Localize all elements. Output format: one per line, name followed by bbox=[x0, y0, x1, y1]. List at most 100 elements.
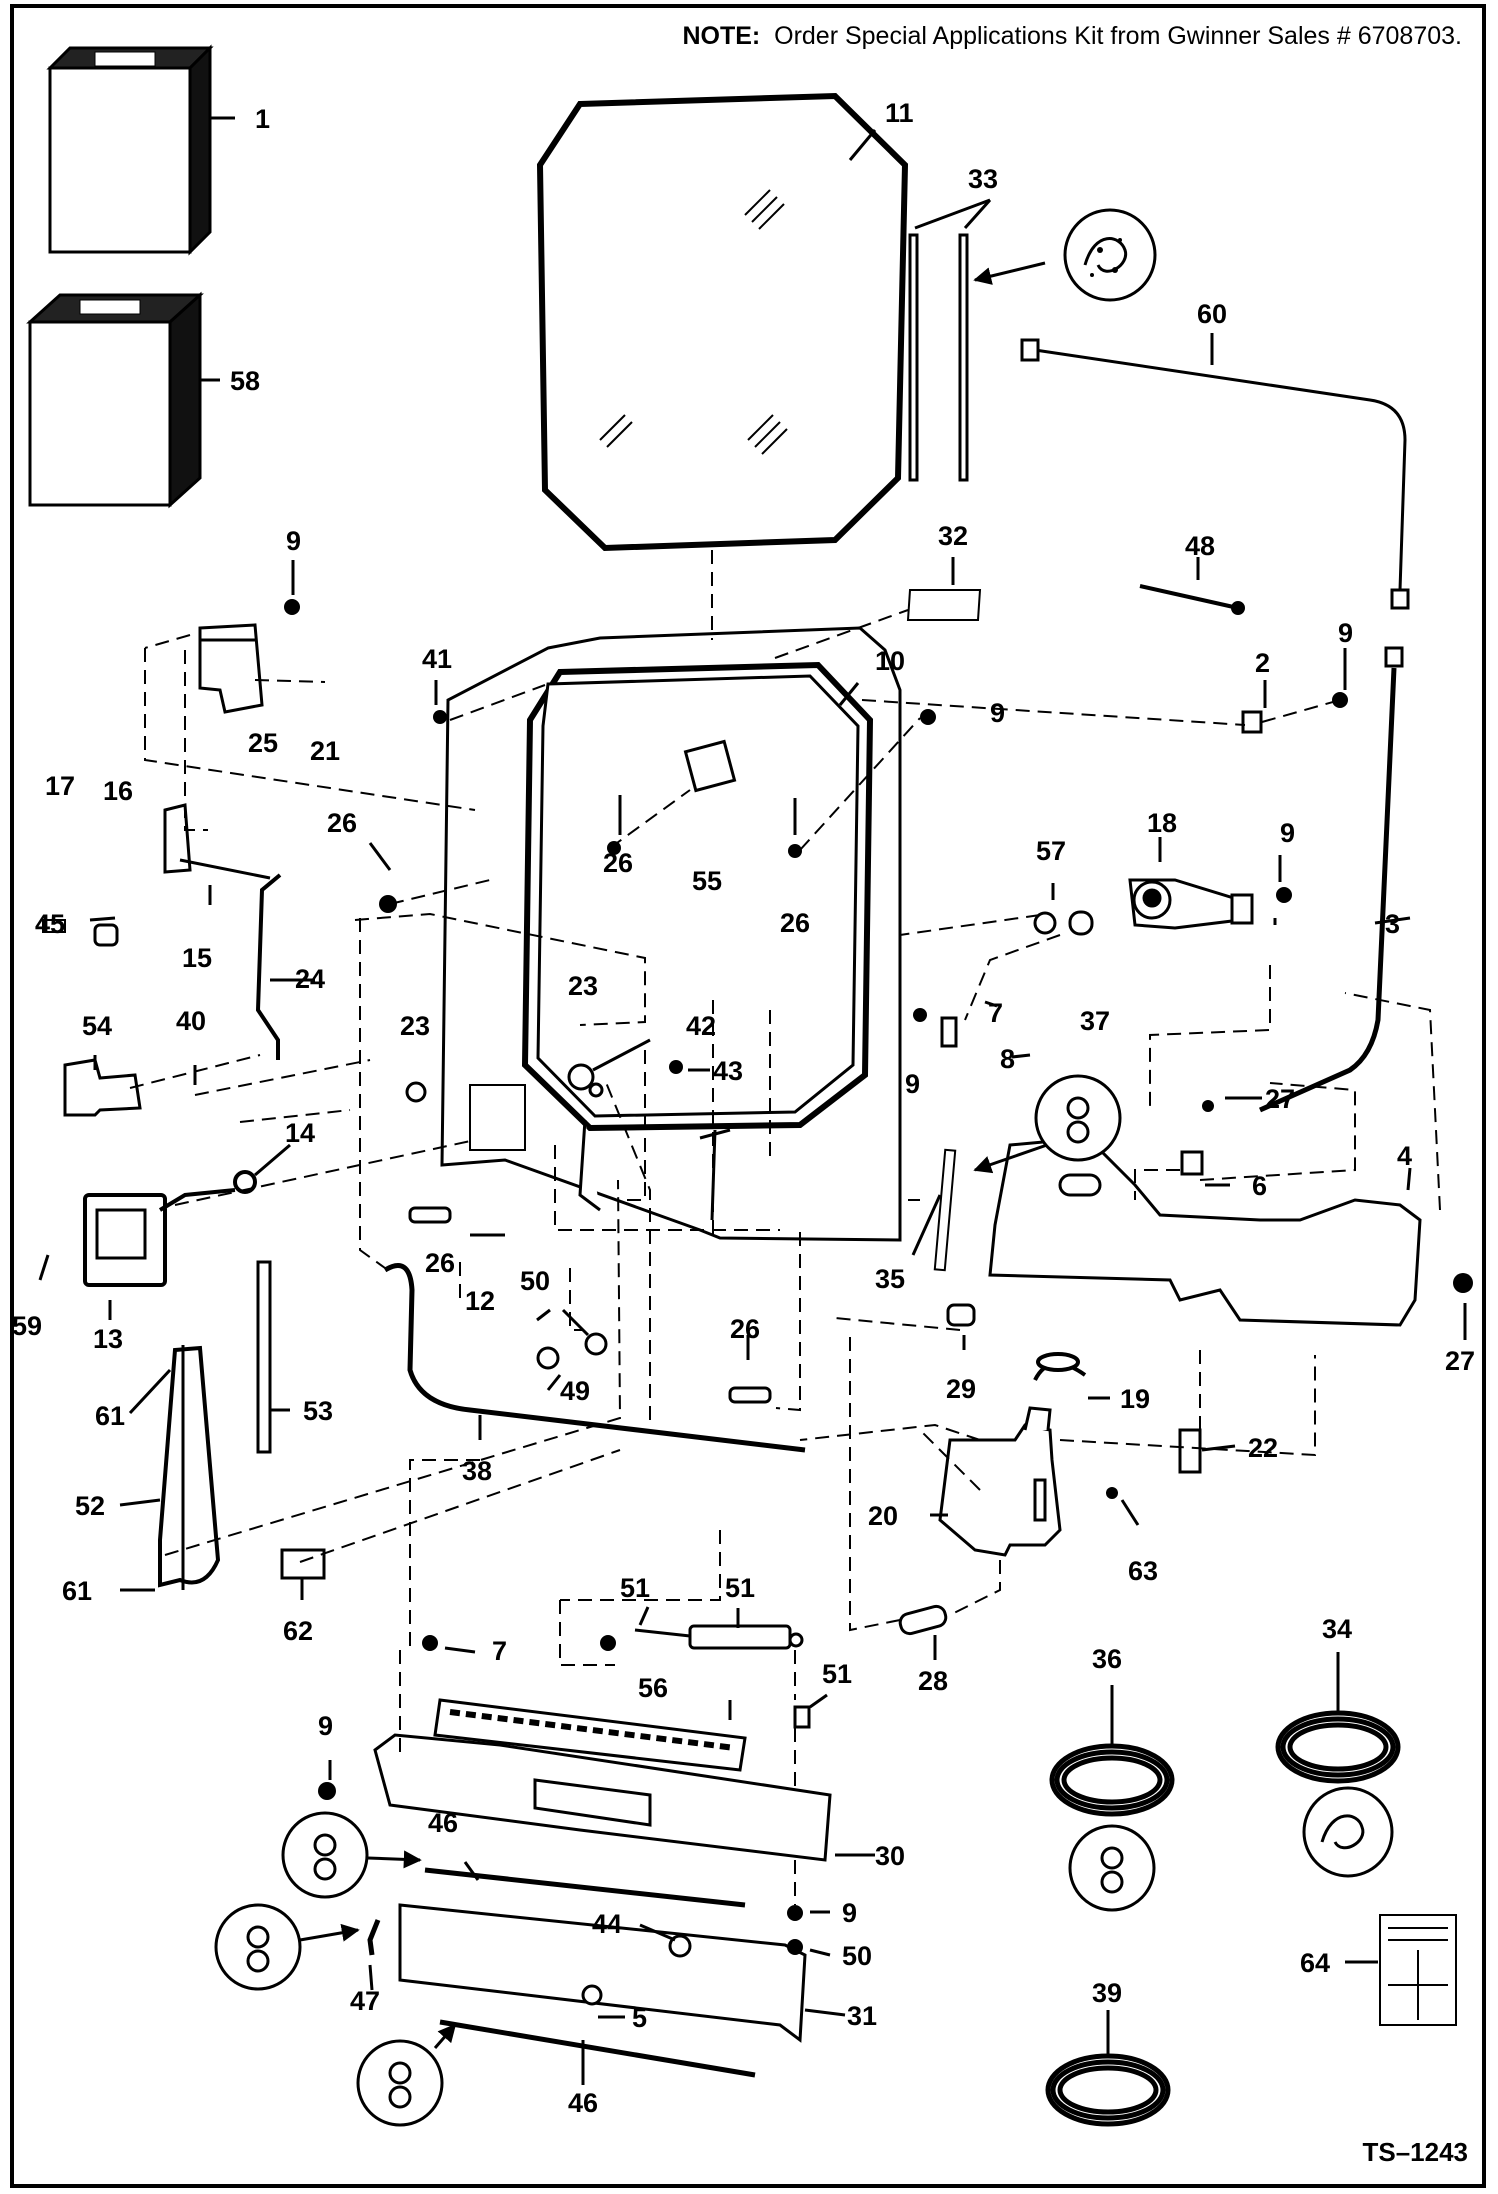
cable-60-3 bbox=[1020, 338, 1410, 1113]
reservoir-4 bbox=[988, 1138, 1422, 1327]
seal-coil-34 bbox=[1275, 1710, 1401, 1784]
nozzle-19 bbox=[1033, 1352, 1087, 1381]
callout-16: 16 bbox=[103, 776, 133, 806]
seal-coil-36 bbox=[1049, 1743, 1175, 1817]
callout-28: 28 bbox=[918, 1666, 948, 1696]
adhesive-icon bbox=[1063, 208, 1157, 302]
callout-26c: 26 bbox=[780, 908, 810, 938]
callout-18: 18 bbox=[1147, 808, 1177, 838]
callout-3: 3 bbox=[1385, 909, 1400, 939]
callout-26d: 26 bbox=[425, 1248, 455, 1278]
callout-4: 4 bbox=[1397, 1141, 1412, 1171]
vent-grille-56 bbox=[433, 1698, 747, 1772]
note-text: Order Special Applications Kit from Gwin… bbox=[774, 22, 1462, 50]
callout-35: 35 bbox=[875, 1264, 905, 1294]
callout-48: 48 bbox=[1185, 531, 1215, 561]
washer-tube-38 bbox=[383, 1263, 806, 1453]
plate-62 bbox=[280, 1548, 326, 1580]
callout-47: 47 bbox=[350, 1986, 380, 2016]
callout-26b: 26 bbox=[603, 848, 633, 878]
callout-26a: 26 bbox=[327, 808, 357, 838]
callout-39: 39 bbox=[1092, 1978, 1122, 2008]
callout-62: 62 bbox=[283, 1616, 313, 1646]
callout-10: 10 bbox=[875, 646, 905, 676]
callout-12: 12 bbox=[465, 1286, 495, 1316]
callout-25: 25 bbox=[248, 728, 278, 758]
callout-11: 11 bbox=[885, 98, 914, 128]
callout-51a: 51 bbox=[620, 1573, 650, 1603]
leader-lines bbox=[38, 116, 1467, 2085]
callout-38: 38 bbox=[462, 1456, 492, 1486]
callout-32: 32 bbox=[938, 521, 968, 551]
callout-8: 8 bbox=[1000, 1044, 1015, 1074]
seal-coil-39 bbox=[1045, 2053, 1171, 2127]
wiper-motor-18 bbox=[1128, 878, 1254, 930]
pump-22 bbox=[1178, 1428, 1202, 1474]
callout-52: 52 bbox=[75, 1491, 105, 1521]
callout-64: 64 bbox=[1300, 1948, 1330, 1978]
callout-5: 5 bbox=[632, 2003, 647, 2033]
callout-60: 60 bbox=[1197, 299, 1227, 329]
callout-42: 42 bbox=[686, 1011, 716, 1041]
callout-50b: 50 bbox=[842, 1941, 872, 1971]
drawing-id: TS–1243 bbox=[1362, 2137, 1468, 2167]
callout-26e: 26 bbox=[730, 1314, 760, 1344]
callout-34: 34 bbox=[1322, 1614, 1352, 1644]
callout-55: 55 bbox=[692, 866, 722, 896]
sealant-icon bbox=[214, 1074, 1156, 2127]
callout-19: 19 bbox=[1120, 1384, 1150, 1414]
callout-57: 57 bbox=[1036, 836, 1066, 866]
callout-9e: 9 bbox=[905, 1069, 920, 1099]
rod-48 bbox=[1139, 584, 1245, 615]
wiper-arm-52 bbox=[158, 1345, 221, 1590]
callout-61b: 61 bbox=[62, 1576, 92, 1606]
callout-13: 13 bbox=[93, 1324, 123, 1354]
callout-58: 58 bbox=[230, 366, 260, 396]
callout-51c: 51 bbox=[822, 1659, 852, 1689]
latch-15 bbox=[163, 803, 271, 880]
kit-box-58 bbox=[26, 291, 204, 509]
callout-46a: 46 bbox=[428, 1808, 458, 1838]
note-prefix: NOTE: bbox=[682, 22, 761, 50]
adhesive-icon-2 bbox=[1302, 1786, 1394, 1878]
bracket-54 bbox=[63, 1058, 142, 1117]
callout-43: 43 bbox=[713, 1056, 743, 1086]
callout-7b: 7 bbox=[492, 1636, 507, 1666]
callout-36: 36 bbox=[1092, 1644, 1122, 1674]
rod-24 bbox=[255, 873, 282, 1060]
kit-box-1 bbox=[46, 44, 214, 256]
callout-59: 59 bbox=[12, 1311, 42, 1341]
callout-labels: 1 58 11 33 60 9 32 48 41 10 9 2 9 25 21 … bbox=[12, 98, 1475, 2118]
callout-24: 24 bbox=[295, 964, 325, 994]
washer-bottle-20 bbox=[938, 1406, 1062, 1557]
callout-41: 41 bbox=[422, 644, 452, 674]
fasteners bbox=[42, 599, 1473, 2006]
callout-9f: 9 bbox=[318, 1711, 333, 1741]
callout-27a: 27 bbox=[1265, 1084, 1295, 1114]
strip-35 bbox=[933, 1148, 957, 1272]
callout-53: 53 bbox=[303, 1396, 333, 1426]
callout-63: 63 bbox=[1128, 1556, 1158, 1586]
callout-30: 30 bbox=[875, 1841, 905, 1871]
decal-32 bbox=[906, 589, 982, 621]
callout-56: 56 bbox=[638, 1673, 668, 1703]
callout-1: 1 bbox=[255, 104, 270, 134]
diagram-frame bbox=[10, 4, 1486, 2188]
callout-6: 6 bbox=[1252, 1171, 1267, 1201]
callout-22: 22 bbox=[1248, 1433, 1278, 1463]
callout-29: 29 bbox=[946, 1374, 976, 1404]
callout-23a: 23 bbox=[568, 971, 598, 1001]
order-note: NOTE: Order Special Applications Kit fro… bbox=[682, 22, 1462, 51]
callout-31: 31 bbox=[847, 2001, 877, 2031]
gas-strut-51 bbox=[634, 1624, 804, 1650]
callout-50a: 50 bbox=[520, 1266, 550, 1296]
lower-panel-30 bbox=[373, 1733, 832, 1862]
callout-61a: 61 bbox=[95, 1401, 125, 1431]
callout-27b: 27 bbox=[1445, 1346, 1475, 1376]
handle-13 bbox=[83, 1170, 257, 1287]
blade-53 bbox=[256, 1260, 272, 1454]
callout-9-lower: 9 bbox=[842, 1898, 857, 1928]
callout-46b: 46 bbox=[568, 2088, 598, 2118]
callout-21: 21 bbox=[310, 736, 340, 766]
rod-46-upper bbox=[424, 1867, 746, 1908]
